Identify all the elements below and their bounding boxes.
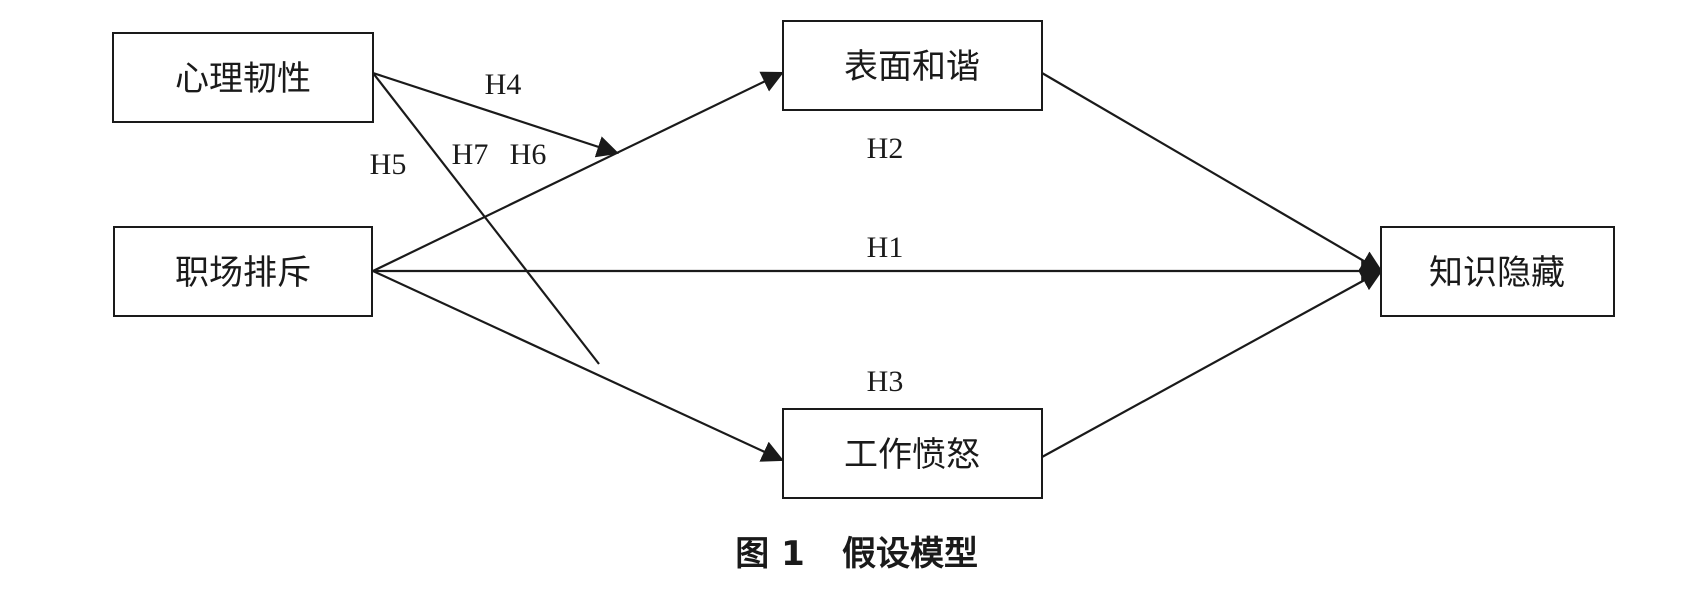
node-workplace-ostracism: 职场排斥 <box>113 226 373 317</box>
edge-ostracism-to-anger <box>372 270 784 462</box>
label-h3: H3 <box>867 365 904 398</box>
label-h4: H4 <box>485 68 522 101</box>
label-h5: H5 <box>370 148 407 181</box>
edge-ostracism-to-harmony <box>372 71 784 272</box>
label-h6: H6 <box>510 138 547 171</box>
node-psychological-resilience: 心理韧性 <box>112 32 374 123</box>
node-label: 工作愤怒 <box>844 435 980 475</box>
caption-figure-number: 图 1 <box>735 534 805 574</box>
node-label: 心理韧性 <box>175 59 311 99</box>
node-work-anger: 工作愤怒 <box>782 408 1043 499</box>
edge-h5-h7 <box>372 72 600 365</box>
edge-harmony-to-hiding <box>1041 72 1383 273</box>
edge-h4 <box>372 71 620 158</box>
label-h7: H7 <box>452 138 489 171</box>
caption-title: 假设模型 <box>842 534 978 574</box>
figure-caption: 图 1 假设模型 <box>735 534 978 574</box>
node-label: 知识隐藏 <box>1429 253 1565 293</box>
edge-anger-to-hiding <box>1041 269 1383 458</box>
node-surface-harmony: 表面和谐 <box>782 20 1043 111</box>
node-knowledge-hiding: 知识隐藏 <box>1380 226 1615 317</box>
label-h1: H1 <box>867 231 904 264</box>
label-h2: H2 <box>867 132 904 165</box>
node-label: 表面和谐 <box>844 47 980 87</box>
node-label: 职场排斥 <box>175 253 311 293</box>
